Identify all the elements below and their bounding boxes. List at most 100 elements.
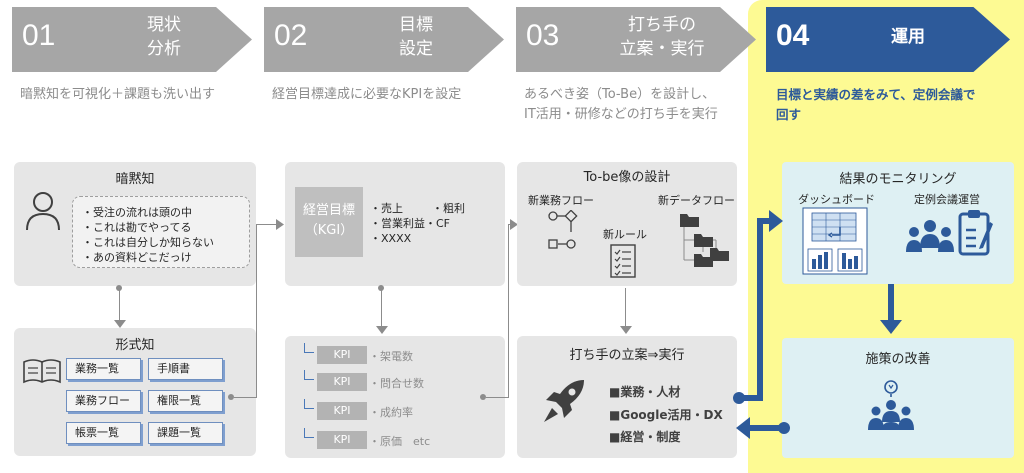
connector-kgi-kpi [381, 288, 382, 328]
tacit-line: ・受注の流れは頭の中 [82, 206, 192, 219]
new-data-flow-label: 新データフロー [658, 194, 735, 207]
kgi-box: 経営目標 （KGI） [295, 187, 363, 257]
arrow-right-icon [769, 210, 783, 232]
arrow-shaft [888, 284, 894, 322]
improvement-panel: 施策の改善 [782, 338, 1014, 458]
kpi-connector-corner [304, 399, 314, 409]
kgi-item-gross-profit: ・粗利 [432, 202, 465, 215]
tacit-note-box [72, 196, 250, 268]
step-04-title: 運用 [891, 27, 925, 47]
book-icon [23, 359, 61, 384]
step-03-number: 03 [526, 19, 560, 52]
arrow-down-icon [114, 320, 126, 328]
step-03-subtitle: あるべき姿（To-Be）を設計し、 IT活用・研修などの打ち手を実行 [524, 85, 718, 125]
doc-issue-list: 課題一覧 [148, 422, 223, 444]
kpi-connector-corner [304, 428, 314, 438]
connector-tobe-measures [625, 288, 626, 328]
tacit-title: 暗黙知 [115, 172, 155, 187]
connector-segment [256, 224, 278, 225]
step-03-chevron: 03 打ち手の 立案・実行 [516, 7, 756, 72]
kgi-label: 経営目標 [302, 203, 355, 218]
step-02-chevron: 02 目標 設定 [264, 7, 504, 72]
kpi-item-cost: ・原価 etc [369, 435, 431, 448]
idea-team-icon [868, 380, 914, 430]
improvement-title: 施策の改善 [865, 352, 931, 367]
step-02-title: 目標 設定 [399, 15, 433, 59]
kpi-connector-corner [304, 370, 314, 380]
step-04-subtitle-line-2: 回す [776, 107, 802, 122]
step-01-title: 現状 分析 [147, 15, 181, 59]
step-04-subtitle-line-1: 目標と実績の差をみて、定例会議で [776, 87, 976, 102]
kpi-item-calls: ・架電数 [369, 350, 413, 363]
clipboard-icon [958, 210, 993, 256]
step-02-number: 02 [274, 19, 308, 52]
dashboard-label: ダッシュボード [798, 193, 875, 206]
tacit-line: ・あの資料どこだっけ [82, 251, 192, 264]
loop-segment [757, 218, 771, 224]
connector-segment [256, 224, 257, 398]
doc-manual: 手順書 [148, 358, 223, 380]
step-01-number: 01 [22, 19, 56, 52]
person-icon [26, 192, 60, 231]
tacit-line: ・これは勘でやってる [82, 221, 192, 234]
step-03-subtitle-line-2: IT活用・研修などの打ち手を実行 [524, 107, 718, 122]
doc-business-flow: 業務フロー [66, 390, 141, 412]
dashboard-icon [802, 207, 868, 275]
kpi-item-inquiries: ・問合せ数 [369, 377, 424, 390]
tacit-line: ・これは自分しか知らない [82, 236, 214, 249]
kpi-tag: KPI [317, 346, 367, 364]
arrow-down-icon [620, 326, 632, 334]
step-04-chevron: 04 運用 [766, 7, 1010, 72]
folder-tree-icon [680, 214, 729, 267]
step-02-subtitle: 経営目標達成に必要なKPIを設定 [272, 87, 462, 102]
monitoring-title: 結果のモニタリング [839, 172, 957, 187]
measures-title: 打ち手の立案⇒実行 [569, 348, 685, 363]
kgi-item-xxxx: ・XXXX [370, 232, 412, 245]
kpi-tag: KPI [317, 373, 367, 391]
kgi-item-sales: ・売上 [370, 202, 403, 215]
kpi-connector-corner [304, 343, 314, 353]
flow-icon [548, 210, 578, 249]
kgi-sublabel: （KGI） [304, 223, 354, 238]
connector-dot [228, 394, 234, 400]
new-rule-label: 新ルール [603, 228, 647, 241]
arrow-right-icon [510, 219, 518, 230]
doc-permission-list: 権限一覧 [148, 390, 223, 412]
arrow-down-icon [376, 326, 388, 334]
connector-dot [116, 285, 122, 291]
step-04-number: 04 [776, 19, 810, 52]
doc-form-list: 帳票一覧 [66, 422, 141, 444]
step-03-subtitle-line-1: あるべき姿（To-Be）を設計し、 [524, 87, 716, 102]
arrow-right-icon [276, 219, 284, 230]
arrow-down-icon [880, 320, 902, 334]
kgi-item-operating-profit: ・営業利益・CF [370, 217, 451, 230]
connector-tacit-explicit [119, 288, 120, 324]
checklist-icon [610, 244, 636, 278]
step-01-subtitle: 暗黙知を可視化＋課題も洗い出す [20, 87, 216, 102]
connector-dot [378, 285, 384, 291]
explicit-title: 形式知 [115, 338, 155, 353]
new-flow-label: 新業務フロー [528, 194, 594, 207]
connector-segment [234, 397, 256, 398]
loop-segment [750, 425, 782, 431]
measure-item-google-dx: ■Google活用・DX [609, 408, 723, 422]
connector-segment [508, 224, 509, 398]
connector-segment [486, 397, 508, 398]
connector-dot [480, 394, 486, 400]
doc-business-list: 業務一覧 [66, 358, 141, 380]
step-03-title: 打ち手の 立案・実行 [619, 15, 705, 59]
kpi-item-close-rate: ・成約率 [369, 406, 413, 419]
kpi-tag: KPI [317, 431, 367, 449]
rocket-icon [544, 380, 584, 422]
step-01-chevron: 01 現状 分析 [12, 7, 252, 72]
step-04-subtitle: 目標と実績の差をみて、定例会議で 回す [776, 85, 975, 125]
measure-item-business: ■業務・人材 [609, 385, 681, 399]
loop-segment [757, 218, 763, 401]
meeting-icon [906, 220, 954, 252]
kpi-tag: KPI [317, 402, 367, 420]
loop-segment [742, 395, 760, 401]
tobe-title: To-be像の設計 [583, 170, 671, 185]
meeting-label: 定例会議運営 [914, 193, 980, 206]
measure-item-management: ■経営・制度 [609, 430, 681, 444]
arrow-left-icon [736, 417, 750, 439]
